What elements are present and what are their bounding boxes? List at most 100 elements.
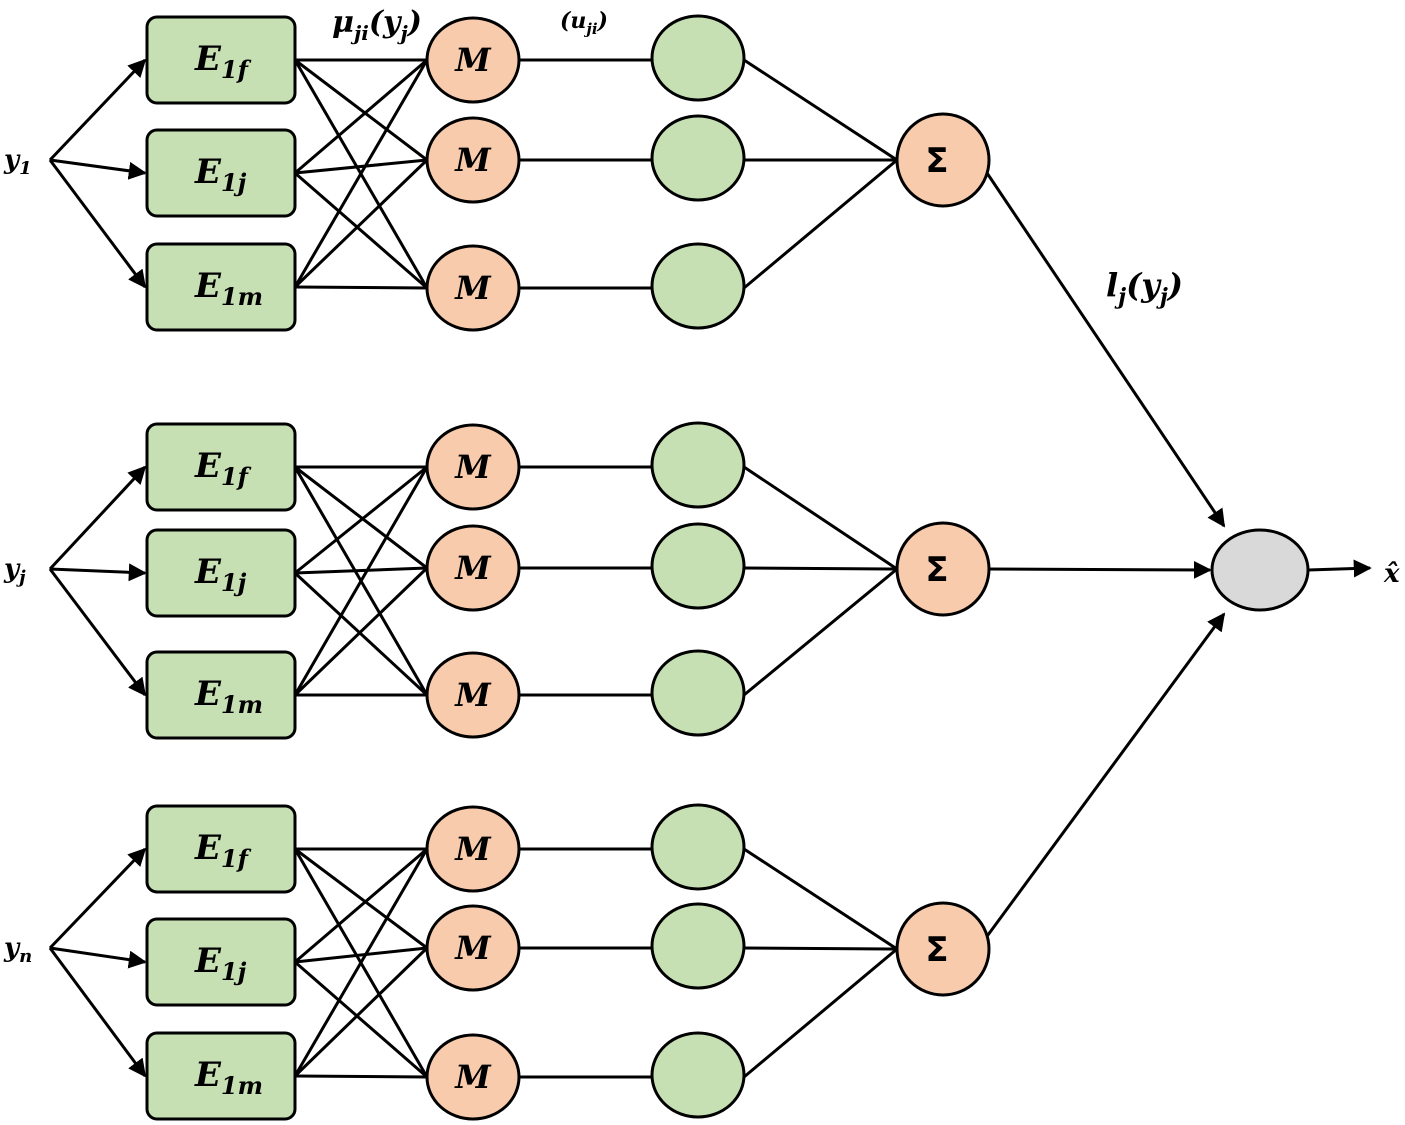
output-edge — [988, 560, 1212, 579]
sum-edge — [743, 58, 898, 162]
rule-box-1f: E1f — [145, 422, 297, 512]
sum-node-label: Σ — [925, 141, 948, 181]
membership-node: M — [425, 423, 521, 511]
rule-edge — [293, 466, 429, 696]
input-edge — [48, 847, 147, 950]
membership-node-label: M — [454, 676, 492, 714]
annotations: μji(yj) (uji) lj(yj) x̂ — [332, 5, 1400, 589]
rule-box-label: E1f — [194, 39, 252, 84]
sum-edge — [743, 847, 898, 951]
rule-edge — [293, 571, 429, 697]
input-edge — [48, 465, 147, 571]
rule-edge — [294, 285, 428, 290]
membership-node: M — [425, 116, 521, 204]
input-edge — [48, 568, 147, 697]
rule-edge — [293, 566, 429, 697]
hidden-node — [650, 649, 746, 737]
rule-box-1f: E1f — [145, 15, 297, 105]
membership-node: M — [425, 524, 521, 612]
sum-edge — [743, 465, 898, 571]
rule-edge — [294, 847, 428, 950]
rule-edge — [294, 465, 428, 575]
hidden-node — [650, 803, 746, 891]
sum-edge — [743, 947, 898, 1079]
membership-node-label: M — [454, 141, 492, 179]
hidden-node — [650, 1031, 746, 1119]
membership-node-label: M — [454, 830, 492, 868]
rule-edge — [294, 465, 428, 570]
membership-node: M — [425, 1033, 521, 1121]
sum-edge — [743, 566, 898, 571]
hidden-node — [650, 114, 746, 202]
input-label-2: yj — [3, 554, 26, 588]
rule-box-1m: E1m — [145, 650, 297, 740]
hidden-node — [650, 522, 746, 610]
sum-node-label: Σ — [925, 550, 948, 590]
nodes: y1E1fE1jE1mMMMΣyjE1fE1jE1mMMMΣynE1fE1jE1… — [3, 14, 1310, 1121]
rule-edge — [294, 158, 428, 175]
input-edge — [48, 159, 147, 289]
sum-edge — [743, 158, 898, 290]
sum-edge — [743, 567, 898, 697]
rule-box-1m: E1m — [145, 242, 297, 332]
final-output-edge — [1307, 559, 1372, 578]
membership-node-label: M — [454, 549, 492, 587]
membership-degree-label: μji(yj) — [332, 5, 422, 45]
normalized-weight-label: (uji) — [560, 8, 608, 38]
sum-node: Σ — [895, 112, 991, 208]
rule-box-label: E1m — [194, 266, 263, 311]
input-edge — [49, 563, 147, 582]
membership-node: M — [425, 651, 521, 739]
sum-node-label: Σ — [925, 930, 948, 970]
connections — [48, 58, 1372, 1079]
rule-edge — [294, 58, 428, 162]
rule-box-label: E1m — [194, 1055, 263, 1100]
rule-edge — [293, 158, 429, 289]
rule-edge — [294, 946, 428, 964]
membership-node: M — [425, 244, 521, 332]
rule-box-label: E1j — [194, 941, 247, 986]
rule-edge — [294, 58, 428, 175]
membership-node: M — [425, 904, 521, 992]
sum-node: Σ — [895, 901, 991, 997]
hidden-node — [650, 242, 746, 330]
input-label-3: yn — [3, 933, 32, 967]
membership-node-label: M — [454, 1058, 492, 1096]
sum-edge — [743, 946, 898, 951]
rule-edge — [293, 946, 429, 1078]
rule-edge — [294, 847, 428, 964]
membership-node-label: M — [454, 448, 492, 486]
input-edge — [48, 947, 147, 1078]
rule-edge — [294, 566, 428, 575]
membership-node-label: M — [454, 929, 492, 967]
rule-edge — [294, 171, 428, 290]
rule-box-label: E1m — [194, 674, 263, 719]
rule-box-1j: E1j — [145, 528, 297, 618]
input-edge — [49, 158, 147, 180]
membership-node: M — [425, 805, 521, 893]
rule-box-1j: E1j — [145, 128, 297, 218]
input-edge — [49, 946, 147, 969]
local-output-label: lj(yj) — [1106, 266, 1183, 310]
rule-edge — [293, 848, 429, 1077]
output-label: x̂ — [1383, 559, 1400, 589]
output-node — [1210, 528, 1310, 612]
sum-node: Σ — [895, 521, 991, 617]
hidden-node — [650, 14, 746, 102]
rule-box-label: E1f — [194, 828, 252, 873]
membership-node-label: M — [454, 269, 492, 307]
rule-edge — [294, 1074, 428, 1079]
hidden-node — [650, 421, 746, 509]
input-label-1: y1 — [3, 145, 32, 179]
rule-box-label: E1j — [194, 152, 247, 197]
rule-box-label: E1j — [194, 552, 247, 597]
hidden-node — [650, 902, 746, 990]
membership-node-label: M — [454, 41, 492, 79]
rule-edge — [293, 59, 429, 288]
output-edge — [983, 612, 1226, 940]
rule-box-1m: E1m — [145, 1031, 297, 1121]
rule-edge — [294, 960, 428, 1079]
rule-box-label: E1f — [194, 446, 252, 491]
input-edge — [48, 58, 147, 162]
